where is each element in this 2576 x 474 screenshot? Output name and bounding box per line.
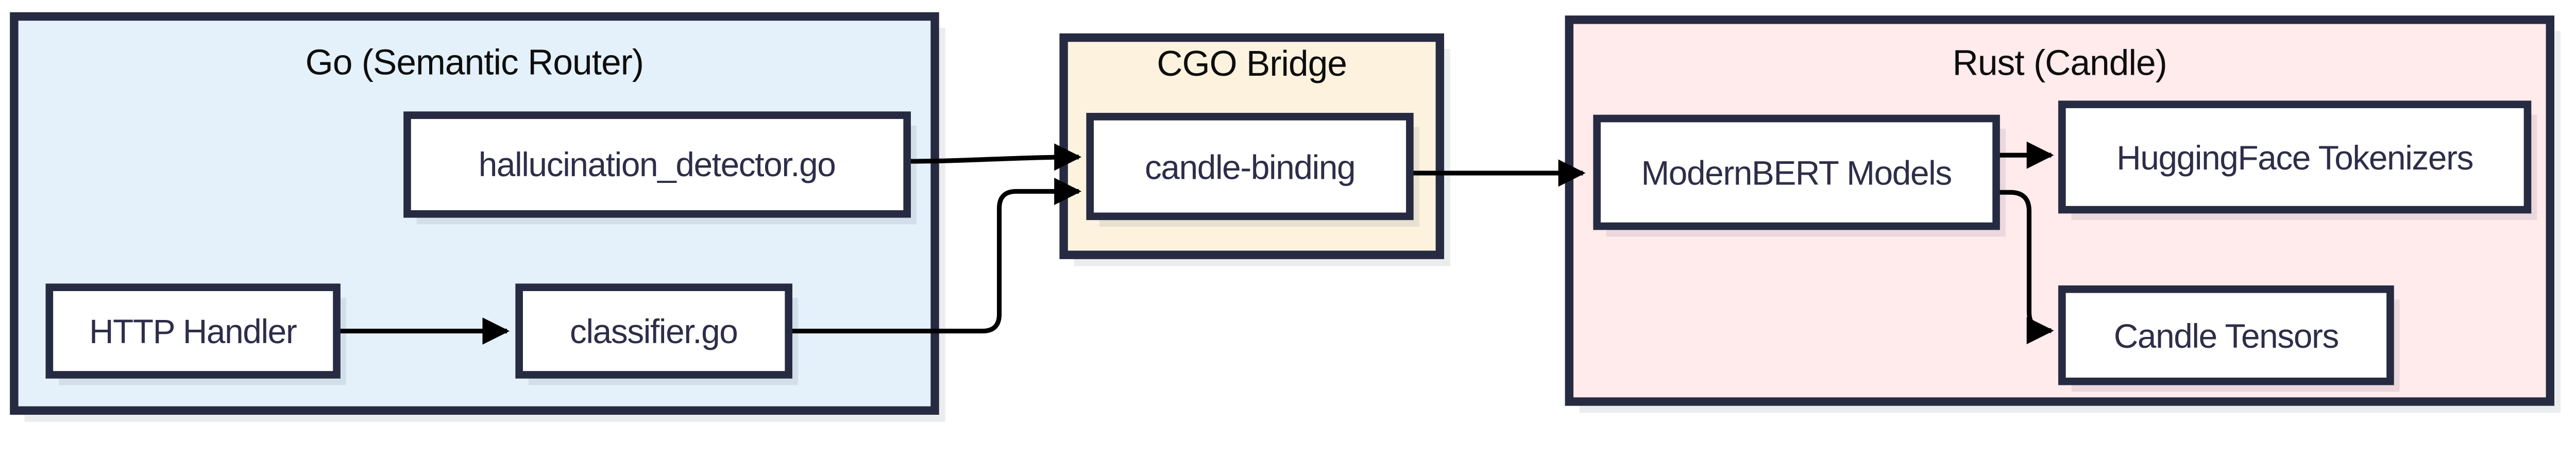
node-http-handler-box xyxy=(45,283,341,379)
edge-classifier-to-candle-binding xyxy=(788,178,1082,334)
node-candle-tensors-label: Candle Tensors xyxy=(2114,317,2338,355)
edge-hallucination-detector-to-candle-binding xyxy=(907,143,1082,171)
flowchart-canvas: Go (Semantic Router) CGO Bridge Rust (Ca… xyxy=(10,12,2561,422)
container-cgo-title: CGO Bridge xyxy=(1157,43,1347,83)
node-hf-tokenizers-label: HuggingFace Tokenizers xyxy=(2116,139,2473,177)
node-http-handler-label: HTTP Handler xyxy=(89,313,297,350)
node-candle-binding-label: candle-binding xyxy=(1145,148,1355,186)
node-modernbert-models-label: ModernBERT Models xyxy=(1641,154,1951,192)
container-rust-title: Rust (Candle) xyxy=(1953,42,2167,82)
edges xyxy=(336,141,2054,345)
node-classifier-label: classifier.go xyxy=(570,313,737,350)
container-go-title: Go (Semantic Router) xyxy=(306,42,643,82)
node-modernbert-models: ModernBERT Models xyxy=(1593,114,2006,237)
node-hallucination-detector-box xyxy=(403,111,911,218)
node-modernbert-models-box xyxy=(1593,114,2000,230)
node-candle-tensors: Candle Tensors xyxy=(2058,285,2400,392)
node-hallucination-detector-label: hallucination_detector.go xyxy=(479,146,836,183)
node-classifier-box xyxy=(515,283,792,379)
node-candle-tensors-box xyxy=(2058,285,2394,385)
node-hf-tokenizers: HuggingFace Tokenizers xyxy=(2058,100,2537,221)
edge-modernbert-to-candle-tensors xyxy=(1996,190,2054,345)
node-classifier: classifier.go xyxy=(515,283,798,385)
node-hallucination-detector: hallucination_detector.go xyxy=(403,111,917,225)
node-hf-tokenizers-box xyxy=(2058,100,2532,214)
architecture-diagram: Go (Semantic Router) CGO Bridge Rust (Ca… xyxy=(10,12,2561,422)
node-candle-binding-box xyxy=(1086,113,1414,221)
node-http-handler: HTTP Handler xyxy=(45,283,346,385)
node-candle-binding: candle-binding xyxy=(1086,113,1419,227)
